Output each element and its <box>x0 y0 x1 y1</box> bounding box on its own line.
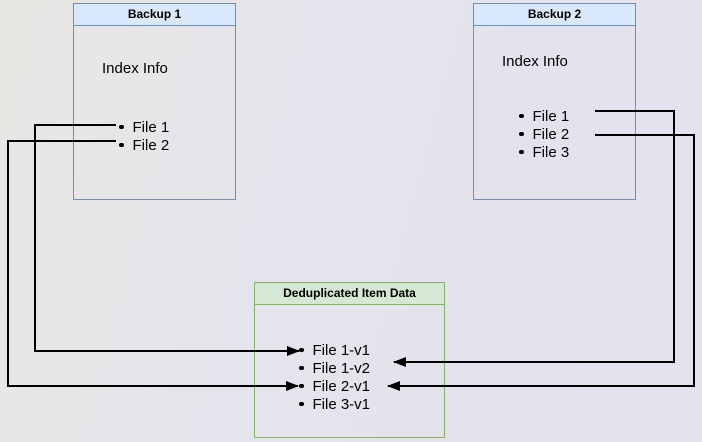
backup2-header: Backup 2 <box>474 4 635 26</box>
bullet-icon <box>519 113 524 119</box>
dedup-title: Deduplicated Item Data <box>283 286 416 300</box>
dedup-box: Deduplicated Item Data File 1-v1 File 1-… <box>254 282 445 438</box>
list-item-label: File 1 <box>132 118 170 136</box>
backup2-file-list: File 1 File 2 File 3 <box>519 107 569 161</box>
bullet-icon <box>299 383 304 389</box>
list-item-label: File 1 <box>532 107 570 125</box>
backup2-title: Backup 2 <box>527 7 582 21</box>
bullet-icon <box>119 124 124 130</box>
backup2-box: Backup 2 Index Info File 1 File 2 File 3 <box>473 3 636 200</box>
list-item: File 1-v2 <box>299 359 370 377</box>
bullet-icon <box>519 149 524 155</box>
list-item: File 2-v1 <box>299 377 370 395</box>
list-item-label: File 2-v1 <box>312 377 371 395</box>
bullet-icon <box>299 401 304 407</box>
dedup-header: Deduplicated Item Data <box>255 283 444 305</box>
bullet-icon <box>299 365 304 371</box>
backup1-box: Backup 1 Index Info File 1 File 2 <box>73 3 236 200</box>
list-item: File 3 <box>519 143 569 161</box>
backup2-index-info-label: Index Info <box>502 53 568 70</box>
backup1-index-info-label: Index Info <box>102 60 168 77</box>
list-item: File 1-v1 <box>299 341 370 359</box>
list-item-label: File 2 <box>532 125 570 143</box>
list-item-label: File 3 <box>532 143 570 161</box>
bullet-icon <box>519 131 524 137</box>
backup1-title: Backup 1 <box>127 7 182 21</box>
bullet-icon <box>119 142 124 148</box>
backup1-file-list: File 1 File 2 <box>119 118 169 154</box>
list-item-label: File 1-v2 <box>312 359 371 377</box>
backup1-header: Backup 1 <box>74 4 235 26</box>
dedup-file-list: File 1-v1 File 1-v2 File 2-v1 File 3-v1 <box>299 341 370 413</box>
list-item-label: File 1-v1 <box>312 341 371 359</box>
list-item-label: File 3-v1 <box>312 395 371 413</box>
list-item: File 1 <box>119 118 169 136</box>
list-item-label: File 2 <box>132 136 170 154</box>
list-item: File 1 <box>519 107 569 125</box>
list-item: File 2 <box>119 136 169 154</box>
bullet-icon <box>299 347 304 353</box>
list-item: File 3-v1 <box>299 395 370 413</box>
list-item: File 2 <box>519 125 569 143</box>
